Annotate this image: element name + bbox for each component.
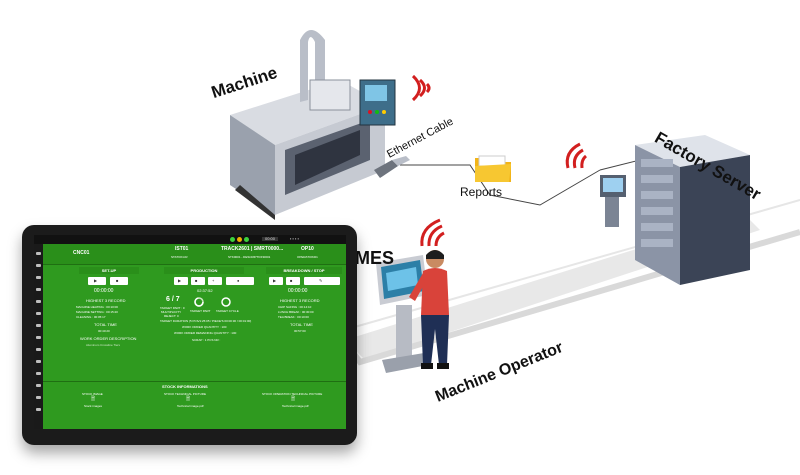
sidebar-icon[interactable]: [36, 360, 41, 363]
production-count-note: TARGET PART : 0: [160, 306, 185, 310]
setup-total: 00:40:20: [98, 329, 110, 333]
sidebar-icon[interactable]: [36, 396, 41, 399]
production-title: PRODUCTION: [164, 267, 244, 274]
breakdown-subtitle: HIGHEST 3 RECORD: [280, 298, 320, 303]
breakdown-total-label: TOTAL TIME: [290, 322, 313, 327]
sidebar-icon[interactable]: [36, 372, 41, 375]
reports-label: Reports: [460, 185, 503, 199]
wifi-icon: [420, 218, 445, 247]
setup-record: MACHINE SETTING : 00:15:20: [76, 310, 118, 314]
mes-topbar: 00:00 ▪ ▪ ▪ ▪: [34, 235, 346, 244]
production-info: SCRAP : 1 PCS NR :: [192, 338, 221, 342]
server-link-line: [599, 159, 641, 171]
target-part-gauge: [194, 297, 204, 307]
breakdown-title: BREAKDOWN / STOP: [266, 267, 342, 274]
production-info: TARGET DURATION (5 PCS/1:25:05 / PIECE'S…: [160, 319, 252, 323]
wo-description: Aluminum Crossline Tiers: [86, 343, 121, 347]
track-code: TRACK2601 | SMRT0000...: [221, 246, 284, 252]
setup-subtitle: HIGHEST 3 RECORD: [86, 298, 126, 303]
sidebar-icon[interactable]: [36, 336, 41, 339]
stock-file-link[interactable]: Stock images: [84, 404, 103, 408]
stock-file-link[interactable]: Technical image.pdf: [282, 404, 309, 408]
sidebar-icon[interactable]: [36, 408, 41, 411]
breakdown-timer: 00:00:00: [288, 288, 308, 294]
sidebar-icon[interactable]: [36, 276, 41, 279]
stock-file-link[interactable]: Technical image.pdf: [177, 404, 204, 408]
production-scrap-button[interactable]: ●: [226, 277, 254, 285]
wifi-icon: [411, 74, 431, 102]
stock-col-label: STOCK IMAGE: [82, 392, 103, 396]
status-green-icon: [244, 237, 249, 242]
setup-timer: 00:00:00: [94, 288, 114, 294]
mes-sidebar: [34, 244, 43, 429]
setup-stop-button[interactable]: ■: [110, 277, 128, 285]
ethernet-plug-icon: [374, 156, 410, 178]
operator-icon: [409, 250, 449, 369]
op-code: OP10: [301, 246, 314, 252]
sidebar-icon[interactable]: [36, 384, 41, 387]
production-timer: 02:37:52: [197, 288, 213, 293]
production-info: WORK ORDER QUANTITY : 100: [182, 325, 227, 329]
station-code: IST01: [175, 246, 189, 252]
status-green-icon: [230, 237, 235, 242]
topbar-menu-icon[interactable]: ▪ ▪ ▪ ▪: [290, 236, 300, 241]
breakdown-tool-button[interactable]: ✎: [304, 277, 340, 285]
op-sub: OPERATION01: [297, 255, 318, 259]
server-rack-icon: [600, 135, 750, 285]
setup-play-button[interactable]: ▶: [88, 277, 106, 285]
mes-header: CNC01 IST01 STATION-IR TRACK2601 | SMRT0…: [43, 244, 346, 265]
target-cycle-gauge: [221, 297, 231, 307]
wifi-icon: [565, 142, 588, 169]
file-icon[interactable]: 🗎: [91, 396, 96, 402]
production-add-button[interactable]: +: [208, 277, 222, 285]
production-reject: REJECT: 0: [164, 314, 179, 318]
file-icon[interactable]: 🗎: [291, 396, 296, 402]
sidebar-icon[interactable]: [36, 312, 41, 315]
file-icon[interactable]: 🗎: [186, 396, 191, 402]
production-multi: MULTIPLICITY: [161, 310, 182, 314]
track-sub: STK0001 - DESCRIPTION0001: [228, 255, 271, 259]
sidebar-icon[interactable]: [36, 324, 41, 327]
setup-record: CLEANING : 00:05:17: [76, 315, 106, 319]
cnc-machine-icon: [230, 30, 396, 220]
machine-code: CNC01: [73, 250, 90, 256]
mes-screen: 00:00 ▪ ▪ ▪ ▪ CNC01 IST01 STATION-IR TRA…: [34, 235, 346, 429]
wo-label: WORK ORDER DESCRIPTION: [80, 336, 137, 341]
breakdown-record: TEA BREAK : 00:10:00: [278, 315, 309, 319]
stock-col-label: STOCK TECHNICAL PICTURE: [164, 392, 206, 396]
setup-total-label: TOTAL TIME: [94, 322, 117, 327]
folder-icon: [475, 155, 511, 182]
stock-col-label: STOCK OPERATION TECHNICAL PICTURE: [262, 392, 323, 396]
production-play-button[interactable]: ▶: [174, 277, 188, 285]
status-yellow-icon: [237, 237, 242, 242]
production-stop-button[interactable]: ■: [191, 277, 205, 285]
sidebar-icon[interactable]: [36, 348, 41, 351]
production-info: WORK ORDER REMAINING QUANTITY : 100: [174, 331, 237, 335]
setup-title: SET-UP: [79, 267, 139, 274]
target-part-label: TARGET PART: [190, 309, 211, 313]
breakdown-record: CHIP SAFING : 00:14:10: [278, 305, 312, 309]
ethernet-line: [400, 164, 601, 206]
breakdown-stop-button[interactable]: ■: [286, 277, 300, 285]
topbar-field[interactable]: 00:00: [262, 237, 279, 241]
production-count: 6 / 7: [166, 296, 180, 303]
station-sub: STATION-IR: [171, 255, 188, 259]
sidebar-icon[interactable]: [36, 252, 41, 255]
tablet: 00:00 ▪ ▪ ▪ ▪ CNC01 IST01 STATION-IR TRA…: [22, 225, 357, 445]
sidebar-icon[interactable]: [36, 288, 41, 291]
stock-title: STOCK INFORMATIONS: [162, 384, 208, 389]
breakdown-record: LUNCH BREAK : 00:30:00: [278, 310, 314, 314]
breakdown-play-button[interactable]: ▶: [269, 277, 283, 285]
setup-record: MACHINE HEATING : 00:10:00: [76, 305, 118, 309]
target-cycle-label: TARGET CYCLE: [216, 309, 239, 313]
breakdown-total: 00:57:00: [294, 329, 306, 333]
sidebar-icon[interactable]: [36, 264, 41, 267]
stock-divider: [43, 381, 346, 382]
mes-label: MES: [355, 248, 395, 268]
sidebar-icon[interactable]: [36, 300, 41, 303]
